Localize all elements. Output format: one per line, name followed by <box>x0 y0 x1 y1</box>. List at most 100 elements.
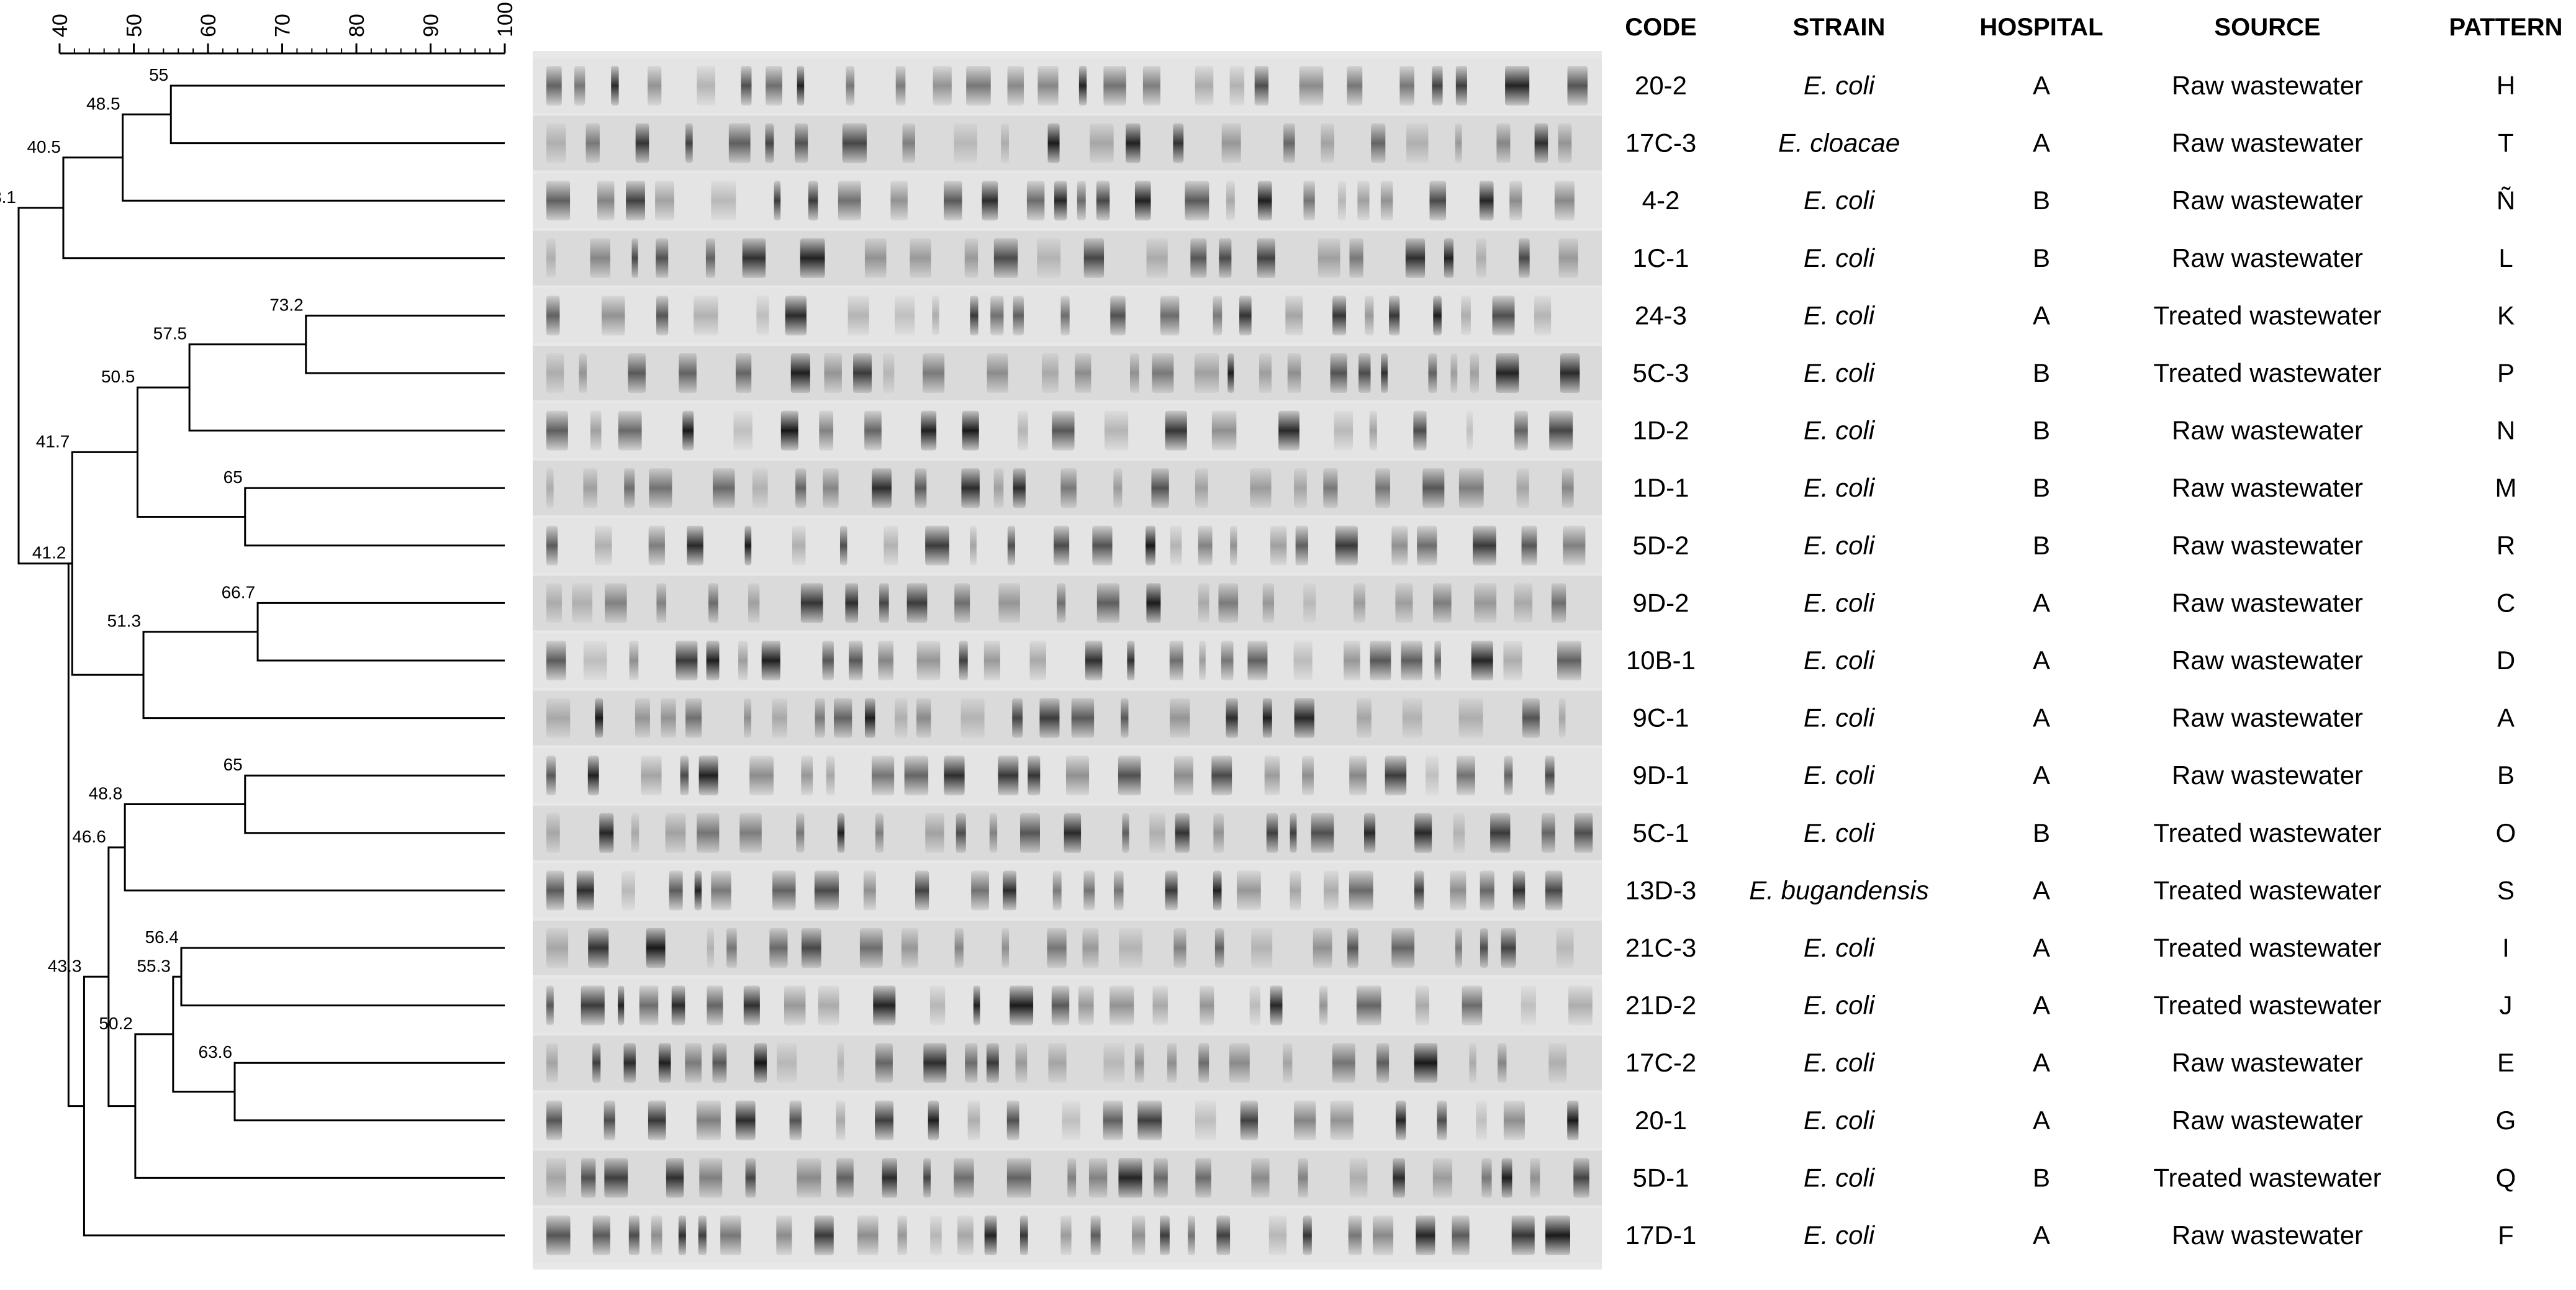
gel-band <box>930 1216 942 1255</box>
gel-band <box>1287 353 1301 393</box>
gel-band <box>1103 1043 1125 1083</box>
strain-source: Treated wastewater <box>2153 818 2381 847</box>
gel-band <box>728 123 751 163</box>
gel-band <box>1122 813 1129 853</box>
strain-pattern: O <box>2496 818 2516 847</box>
gel-band <box>685 698 702 738</box>
gel-band <box>1146 525 1155 566</box>
gel-band <box>815 698 825 738</box>
gel-band <box>959 641 968 680</box>
gel-band <box>1103 66 1126 106</box>
gel-band <box>546 1100 563 1140</box>
gel-band <box>967 1100 980 1140</box>
dendrogram-branch <box>172 975 235 1093</box>
gel-band <box>1298 1158 1308 1198</box>
node-similarity-label: 41.7 <box>36 431 70 451</box>
gel-band <box>1349 756 1367 796</box>
gel-lane <box>533 978 1602 1033</box>
strain-code: 21C-3 <box>1625 933 1696 962</box>
gel-band <box>744 698 752 738</box>
gel-band <box>1455 123 1462 163</box>
gel-lane <box>533 1208 1602 1263</box>
strain-species: E. coli <box>1804 186 1876 215</box>
gel-band <box>1264 756 1280 796</box>
gel-band <box>1349 238 1363 278</box>
gel-band <box>769 928 788 968</box>
gel-band <box>1414 813 1432 853</box>
dendrogram-branch <box>71 451 144 676</box>
strain-source: Raw wastewater <box>2172 243 2363 273</box>
gel-band <box>1160 295 1180 336</box>
gel-band <box>993 468 1004 508</box>
strain-pattern: Q <box>2496 1163 2516 1192</box>
gel-band <box>1213 813 1224 853</box>
gel-band <box>1001 123 1009 163</box>
gel-band <box>1530 1158 1540 1198</box>
gel-band <box>680 756 689 796</box>
gel-band <box>1037 66 1059 106</box>
gel-band <box>1330 1100 1354 1140</box>
gel-band <box>1018 410 1028 451</box>
gel-band <box>1167 1043 1177 1083</box>
gel-band <box>897 1216 907 1255</box>
strain-pattern: H <box>2497 71 2515 100</box>
strain-pattern: F <box>2498 1220 2514 1250</box>
gel-band <box>1395 1100 1406 1140</box>
gel-band <box>1230 525 1237 566</box>
gel-band <box>1249 985 1260 1026</box>
gel-band <box>1071 698 1095 738</box>
dendrogram-branch <box>62 156 505 259</box>
gel-band <box>925 525 949 566</box>
gel-band <box>1129 353 1139 393</box>
gel-band <box>1221 641 1234 680</box>
gel-band <box>624 468 635 508</box>
gel-band <box>1083 870 1095 911</box>
gel-band <box>1473 525 1496 566</box>
strain-species: E. coli <box>1804 818 1876 847</box>
gel-band <box>576 870 594 911</box>
strain-source: Treated wastewater <box>2153 933 2381 962</box>
strain-pattern: P <box>2497 358 2515 387</box>
strain-source: Raw wastewater <box>2172 1106 2363 1135</box>
strain-source: Raw wastewater <box>2172 646 2363 675</box>
gel-band <box>572 583 593 623</box>
gel-band <box>819 410 834 451</box>
gel-band <box>792 525 806 566</box>
node-similarity-label: 38.1 <box>0 187 16 207</box>
gel-band <box>1313 928 1332 968</box>
gel-band <box>592 1043 601 1083</box>
gel-band <box>822 641 834 680</box>
gel-lane <box>533 863 1602 918</box>
strain-hospital: B <box>2033 186 2050 215</box>
node-similarity-label: 56.4 <box>145 927 179 947</box>
gel-band <box>648 525 665 566</box>
strain-code: 9D-1 <box>1632 760 1689 790</box>
strain-pattern: S <box>2497 875 2515 904</box>
node-similarity-label: 50.2 <box>99 1014 133 1033</box>
gel-band <box>590 410 602 451</box>
gel-band <box>1173 123 1184 163</box>
gel-band <box>735 1100 756 1140</box>
gel-band <box>1266 813 1278 853</box>
strain-pattern: N <box>2497 416 2515 445</box>
gel-band <box>982 181 998 221</box>
strain-source: Raw wastewater <box>2172 1220 2363 1250</box>
strain-hospital: A <box>2033 703 2050 733</box>
gel-lanes <box>533 58 1602 1263</box>
gel-lane <box>533 921 1602 975</box>
gel-band <box>1496 123 1511 163</box>
gel-band <box>546 698 571 738</box>
gel-band <box>635 123 649 163</box>
gel-band <box>1137 1100 1162 1140</box>
gel-band <box>546 295 560 336</box>
gel-band <box>1283 123 1295 163</box>
strain-hospital: A <box>2033 1048 2050 1077</box>
strain-species: E. coli <box>1804 473 1876 502</box>
strain-code: 17C-2 <box>1625 1048 1696 1077</box>
strain-code: 20-1 <box>1635 1106 1687 1135</box>
